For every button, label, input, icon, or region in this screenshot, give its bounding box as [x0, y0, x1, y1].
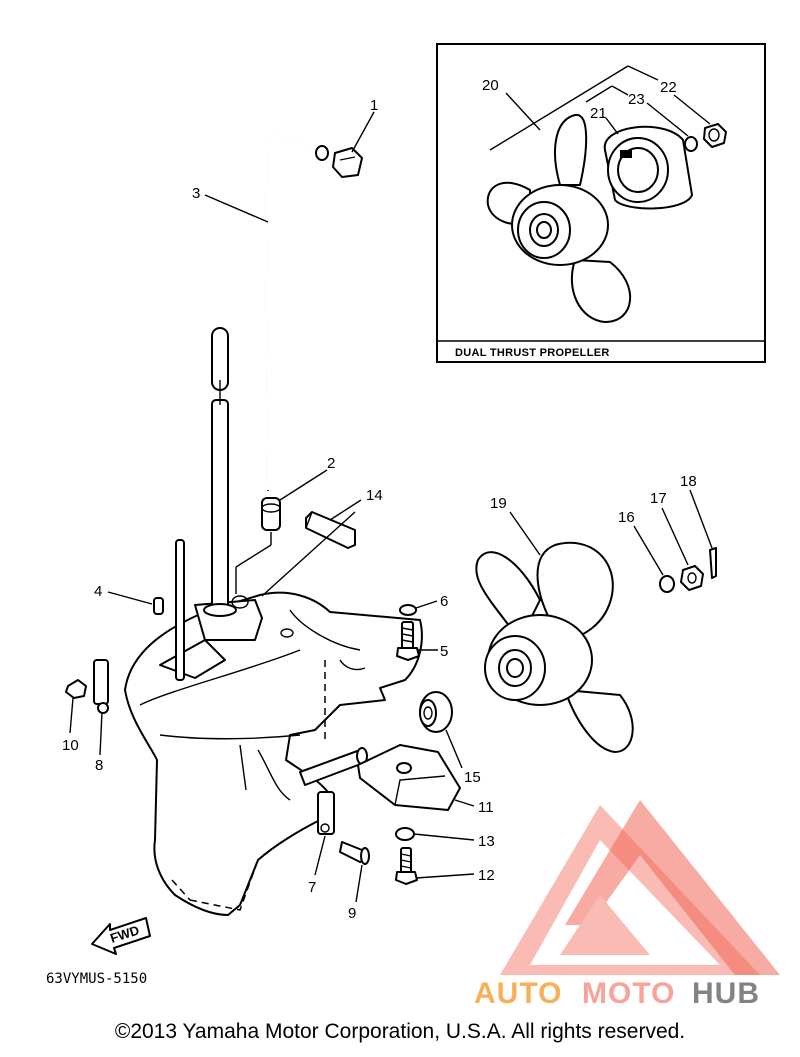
- callout-17: 17: [650, 490, 667, 507]
- dual-thrust-propeller-20: [486, 113, 632, 323]
- callout-3: 3: [192, 185, 200, 202]
- callout-14: 14: [366, 487, 383, 504]
- callout-18: 18: [680, 473, 697, 490]
- washer-23: [684, 136, 698, 152]
- callout-5: 5: [440, 643, 448, 660]
- forward-arrow-icon: FWD: [91, 917, 151, 955]
- washer-6: [399, 604, 417, 616]
- callout-20: 20: [482, 77, 499, 94]
- diagram-code: 63VYMUS-5150: [46, 971, 147, 987]
- water-tube-3: [264, 135, 329, 491]
- inset-box: DUAL THRUST PROPELLER: [436, 43, 766, 363]
- callout-12: 12: [478, 867, 495, 884]
- copyright-notice: ©2013 Yamaha Motor Corporation, U.S.A. A…: [114, 1020, 686, 1043]
- screw-9: [339, 841, 370, 865]
- callout-15: 15: [464, 769, 481, 786]
- grommet-2: [261, 497, 281, 531]
- callout-16: 16: [618, 509, 635, 526]
- callout-6: 6: [440, 593, 448, 610]
- washer-16: [659, 575, 675, 593]
- leader-lines: [69, 111, 713, 903]
- bolt-12: [395, 847, 418, 885]
- anode-11: [357, 744, 461, 811]
- logo-word-auto: AUTO: [474, 977, 562, 1010]
- callout-13: 13: [478, 833, 495, 850]
- grommet-1: [332, 147, 363, 178]
- callout-23: 23: [628, 91, 645, 108]
- callout-21: 21: [590, 105, 607, 122]
- callout-9: 9: [348, 905, 356, 922]
- propeller-shaft: [299, 747, 368, 786]
- callout-7: 7: [308, 879, 316, 896]
- callout-1: 1: [370, 97, 378, 114]
- logo-word-hub: HUB: [692, 977, 760, 1010]
- washer-13: [395, 827, 415, 841]
- spacer-15: [419, 691, 453, 733]
- callout-19: 19: [490, 495, 507, 512]
- lower-case-housing: [124, 591, 423, 916]
- callout-11: 11: [478, 799, 494, 816]
- callout-10: 10: [62, 737, 79, 754]
- nut-10: [65, 679, 87, 699]
- automotohub-logo: AUTO MOTO HUB: [474, 800, 780, 1010]
- inset-title: DUAL THRUST PROPELLER: [455, 347, 610, 359]
- cotter-pin-18: [709, 547, 717, 579]
- trim-tab-7: [317, 791, 335, 835]
- nut-17: [680, 565, 704, 591]
- callout-8: 8: [95, 757, 103, 774]
- shift-rod: [175, 539, 185, 681]
- callout-2: 2: [327, 455, 335, 472]
- plate-8: [93, 659, 109, 714]
- seal-14: [305, 511, 356, 549]
- callout-22: 22: [660, 79, 677, 96]
- bolt-5: [396, 621, 420, 661]
- logo-word-moto: MOTO: [582, 977, 675, 1010]
- thrust-hub-21: [603, 125, 693, 210]
- nut-22: [703, 123, 727, 148]
- drive-shaft: [203, 327, 237, 617]
- propeller-19: [475, 541, 634, 753]
- callout-4: 4: [94, 583, 102, 600]
- dowel-pin-4: [153, 597, 164, 615]
